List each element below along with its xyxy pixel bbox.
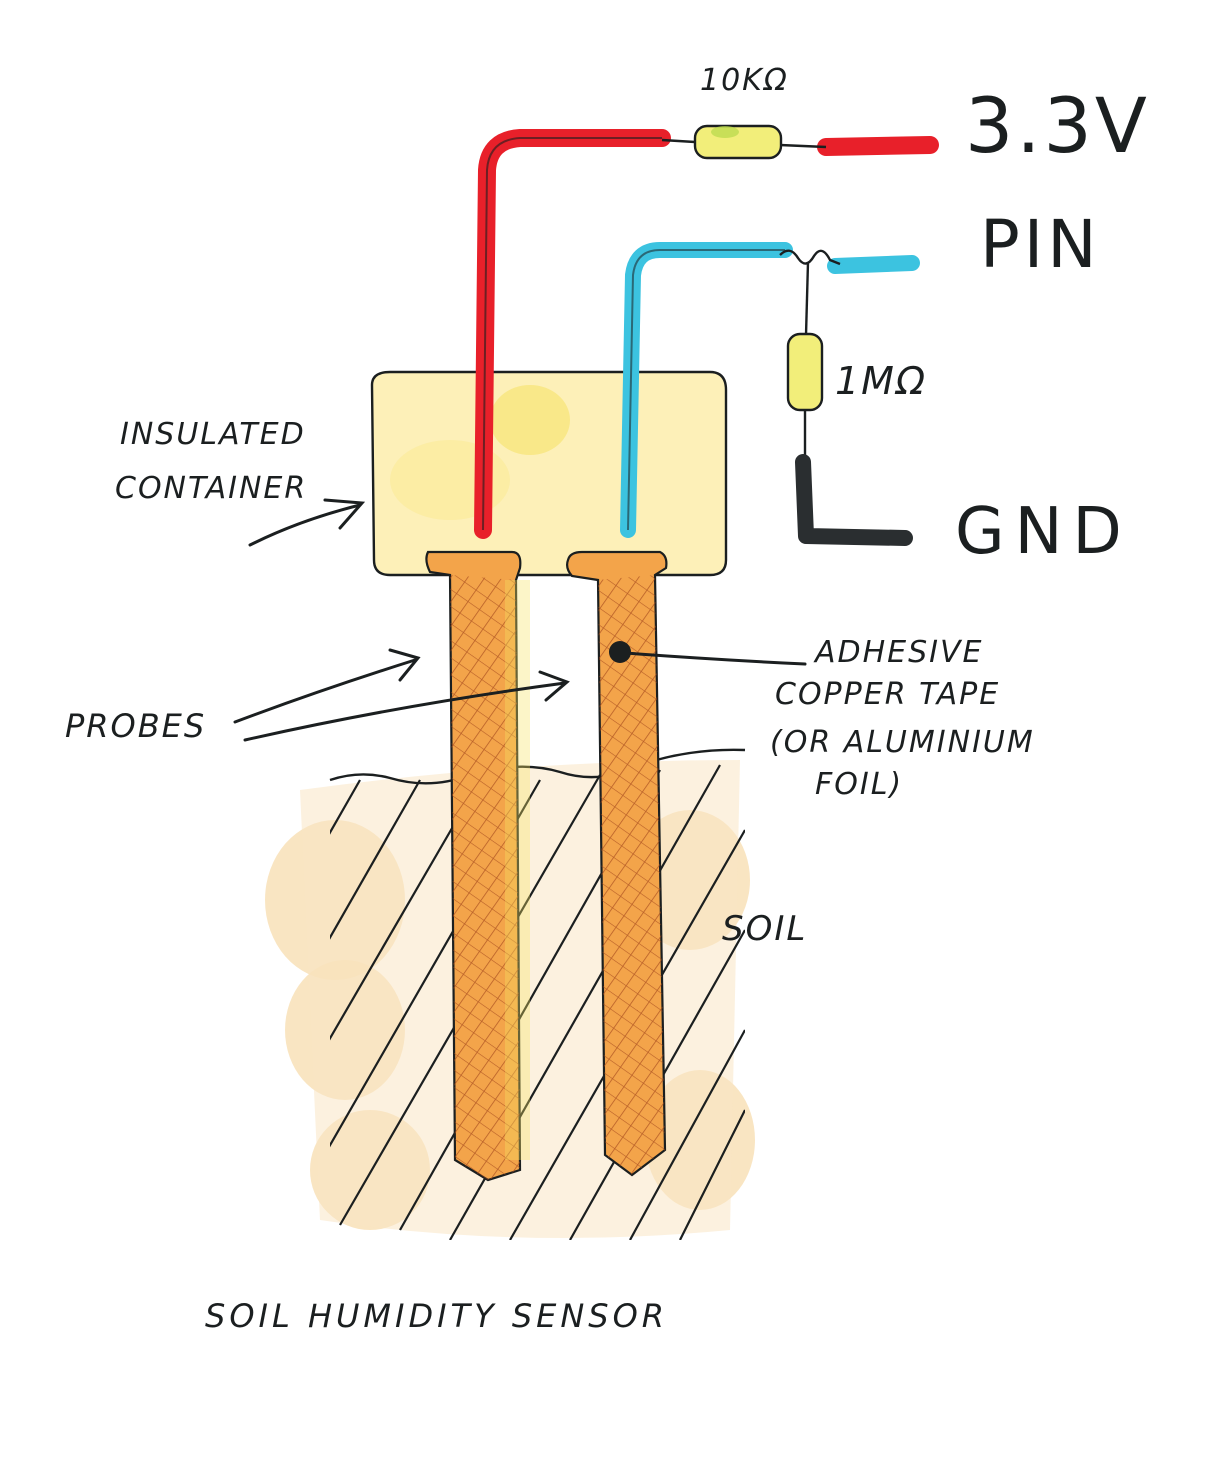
arrows <box>233 498 807 742</box>
arrowhead-probe-left <box>388 648 421 682</box>
adhesive-label-line3: (OR ALUMINIUM <box>770 725 1035 760</box>
container-label-line2: CONTAINER <box>115 471 308 506</box>
arrow-probe-right <box>243 681 567 742</box>
diagram-caption: SOIL HUMIDITY SENSOR <box>205 1297 669 1335</box>
adhesive-label-line2: COPPER TAPE <box>775 677 1001 712</box>
wire-ground <box>795 454 913 546</box>
supply-voltage-label: 3.3V <box>965 81 1150 170</box>
lead-1m-top <box>804 261 810 336</box>
lead-10k-left <box>661 138 696 144</box>
lead-10k-right <box>779 143 827 149</box>
adhesive-label-line4: FOIL) <box>815 767 904 802</box>
resistor-10k-label: 10KΩ <box>700 63 789 98</box>
adhesive-label-line1: ADHESIVE <box>815 635 984 670</box>
ground-label: GND <box>955 495 1132 569</box>
probe-right <box>566 550 668 1177</box>
resistor-1m <box>786 332 824 412</box>
soil-surface-line <box>329 748 746 785</box>
arrow-adhesive <box>623 651 807 666</box>
arrowhead-probe-right <box>538 670 570 702</box>
container-label-line1: INSULATED <box>120 417 306 452</box>
probes-label: PROBES <box>65 707 207 745</box>
pin-label: PIN <box>980 206 1101 283</box>
resistor-1m-label: 1MΩ <box>835 359 928 403</box>
adhesive-marker-dot <box>609 641 631 663</box>
wire-supply-end <box>817 136 939 156</box>
arrowhead-container <box>323 498 366 530</box>
probe-left <box>425 550 530 1182</box>
wire-signal-end <box>827 255 920 274</box>
insulated-container <box>370 370 728 577</box>
soil-label: SOIL <box>722 909 808 949</box>
arrow-container <box>248 503 362 547</box>
arrow-probe-left <box>233 658 417 724</box>
